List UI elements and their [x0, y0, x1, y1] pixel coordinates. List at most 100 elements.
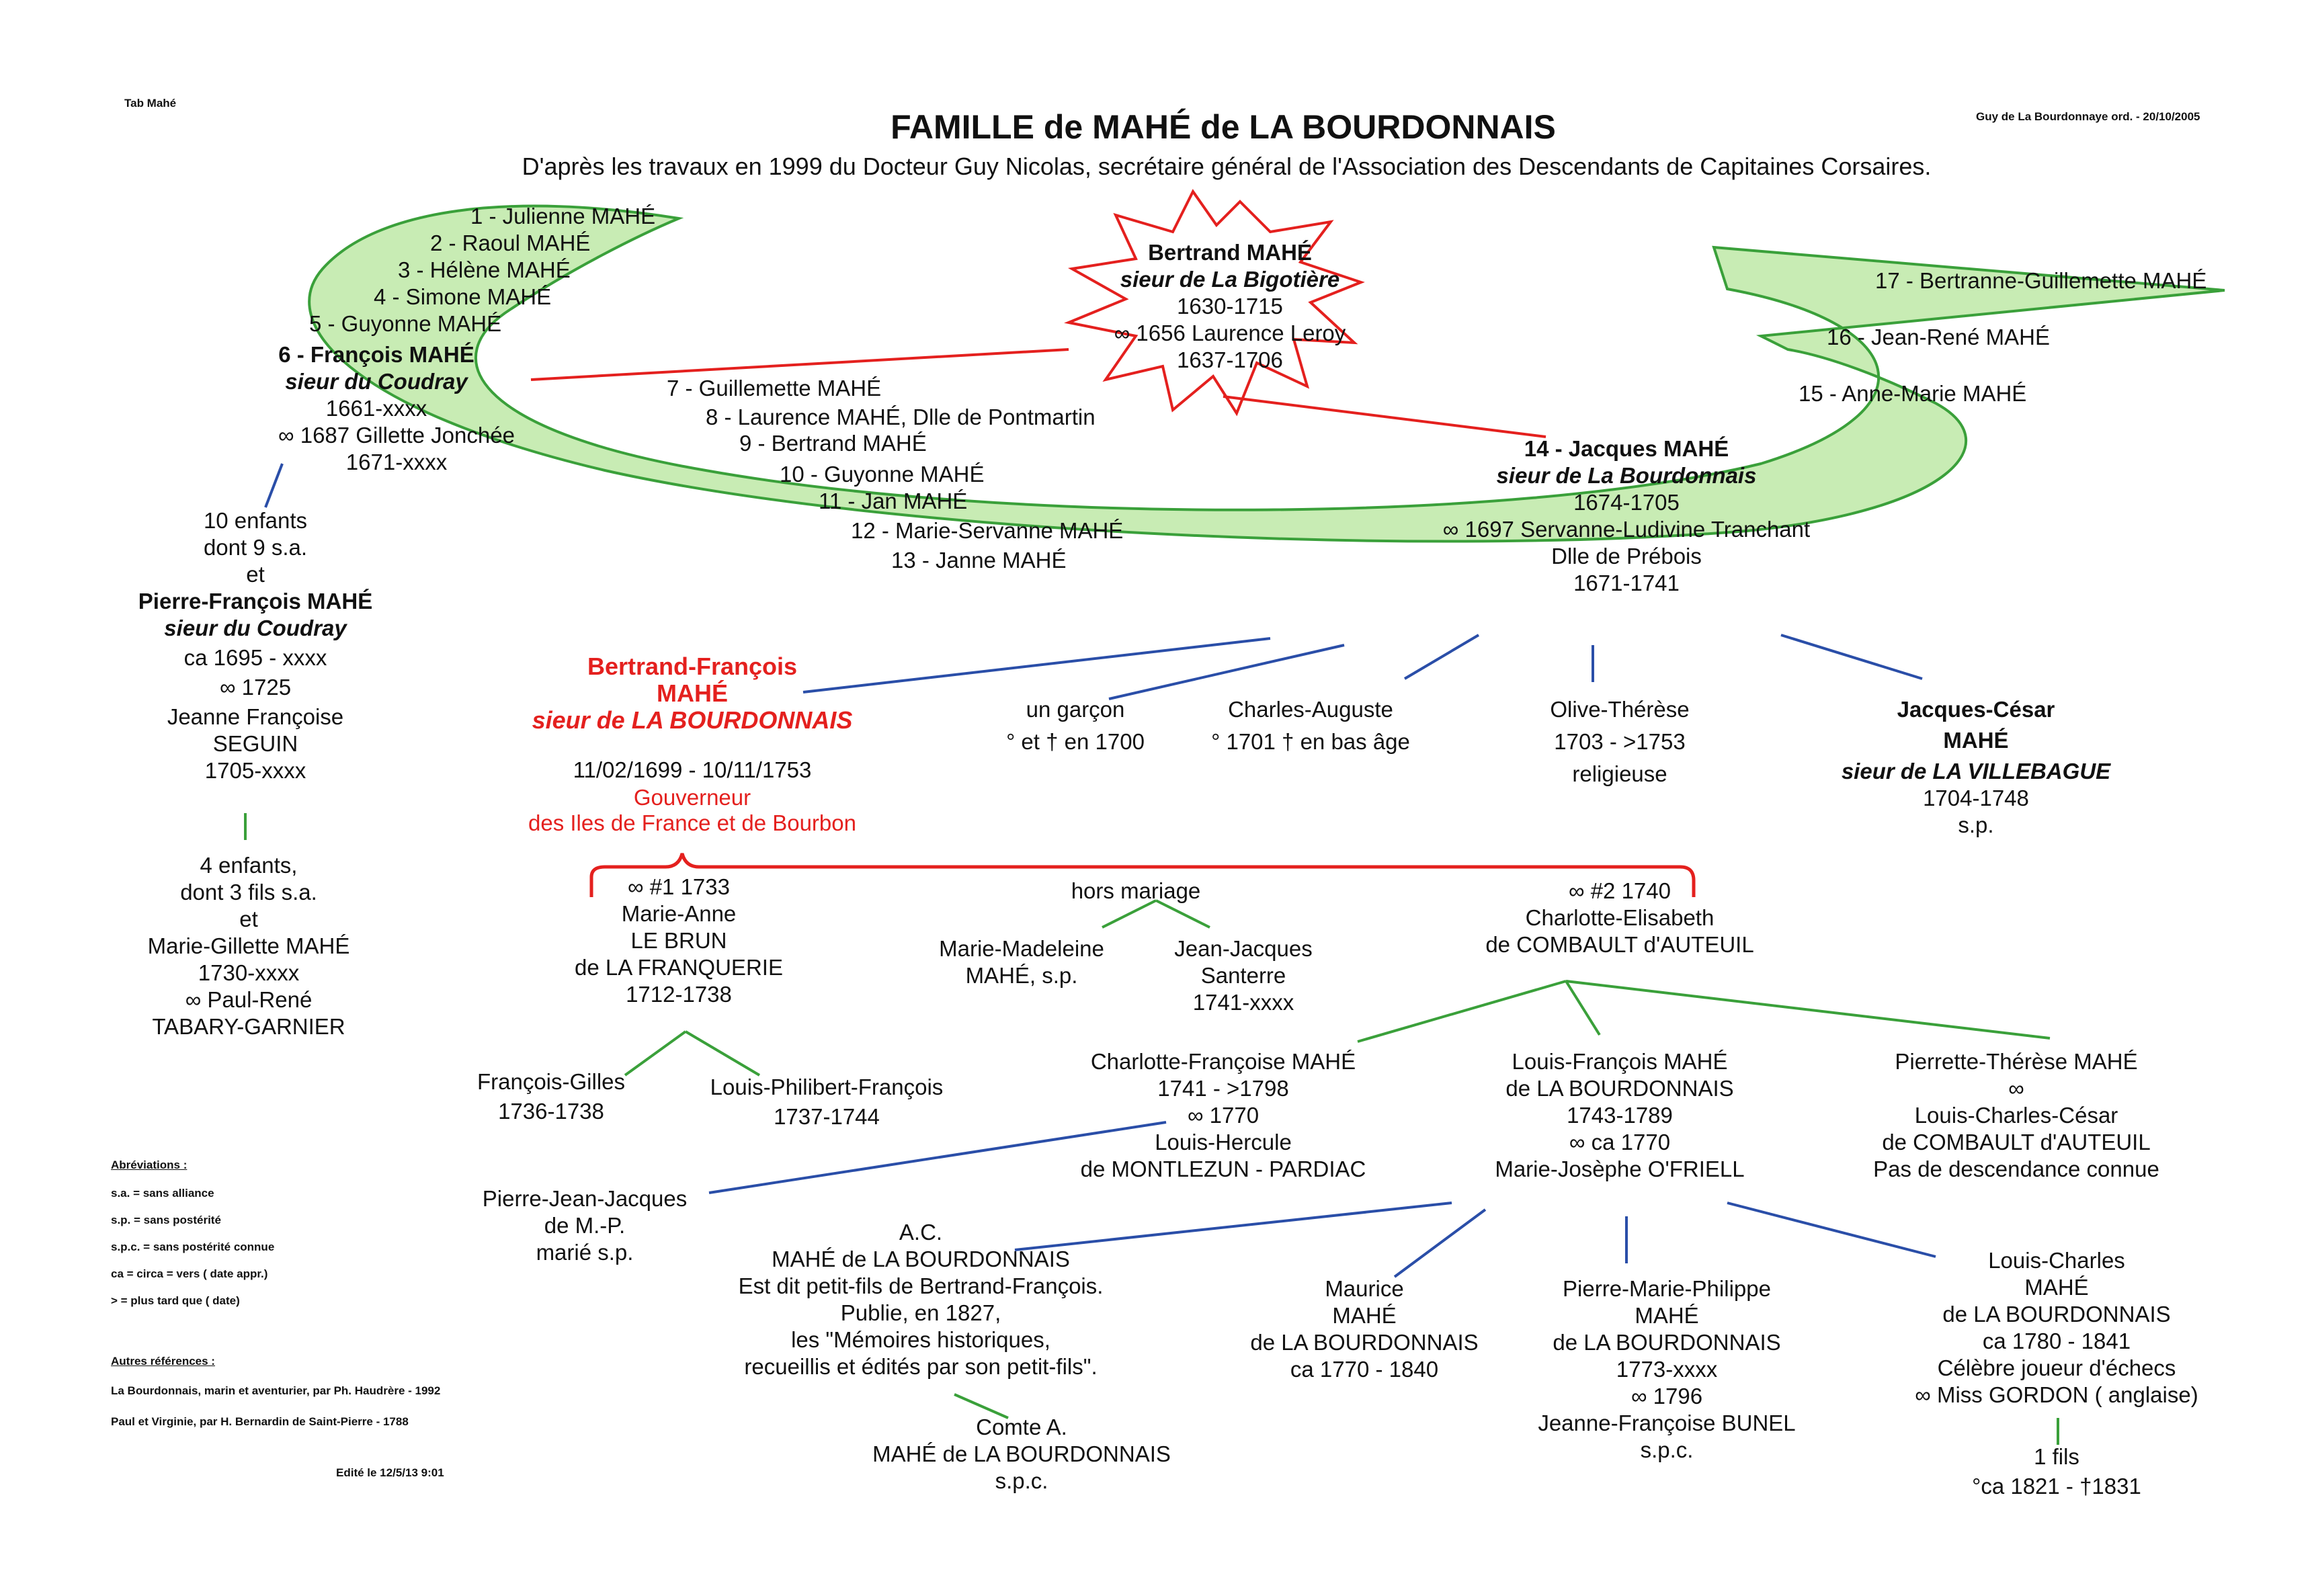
pt-l1: Pierrette-Thérèse MAHÉ — [1895, 1049, 2138, 1074]
pjj-l1: Pierre-Jean-Jacques — [482, 1186, 688, 1211]
francois-block: 6 - François MAHÉ sieur du Coudray 1661-… — [229, 341, 524, 422]
cf-l4: Louis-Hercule — [1155, 1130, 1292, 1154]
wife1-l4: de LA FRANQUERIE — [575, 955, 783, 980]
coudray-spouse1: Jeanne Françoise — [167, 704, 344, 729]
coudray-k3: et — [239, 907, 258, 931]
page-subtitle: D'après les travaux en 1999 du Docteur G… — [522, 153, 1932, 180]
pmp-l7: s.p.c. — [1640, 1437, 1694, 1462]
bertrand-spouse-dates: 1637-1706 — [1177, 347, 1283, 372]
lf-l3: 1743-1789 — [1567, 1103, 1673, 1128]
red-link-francois — [530, 348, 1069, 381]
bertrand-block: Bertrand MAHÉ sieur de La Bigotière 1630… — [1048, 239, 1411, 374]
coudray-title: sieur du Coudray — [164, 616, 347, 640]
sibling-16: 16 - Jean-René MAHÉ — [1827, 325, 2050, 349]
olive-l1: Olive-Thérèse — [1550, 697, 1690, 722]
siblings-band — [308, 204, 2225, 543]
lpf-l2: 1737-1744 — [774, 1104, 880, 1129]
green-link-cf — [1357, 980, 1567, 1043]
pjj-l2: de M.-P. — [544, 1213, 626, 1238]
charles-l2: ° 1701 † en bas âge — [1211, 729, 1410, 754]
lc-l5: Célèbre joueur d'échecs — [1937, 1355, 2176, 1380]
comte-l1: Comte A. — [976, 1415, 1067, 1439]
wife1-l1: ∞ #1 1733 — [628, 874, 730, 899]
abbrev-item-4: ca = circa = vers ( date appr.) — [111, 1267, 268, 1280]
marriage-brace — [589, 853, 1696, 897]
sibling-5: 5 - Guyonne MAHÉ — [309, 311, 502, 336]
jacques-block: 14 - Jacques MAHÉ sieur de La Bourdonnai… — [1398, 435, 1855, 597]
wife1-block: ∞ #1 1733 Marie-Anne LE BRUN de LA FRANQ… — [544, 874, 813, 1008]
cf-block: Charlotte-Françoise MAHÉ 1741 - >1798 ∞ … — [1048, 1048, 1398, 1183]
maurice-l3: de LA BOURDONNAIS — [1250, 1330, 1479, 1355]
pjj-block: Pierre-Jean-Jacques de M.-P. marié s.p. — [444, 1185, 726, 1266]
bf-name1: Bertrand-François — [587, 653, 798, 680]
green-link-comte — [954, 1393, 1009, 1419]
maurice-l4: ca 1770 - 1840 — [1290, 1357, 1439, 1382]
francois-title: sieur du Coudray — [285, 369, 468, 394]
sibling-12: 12 - Marie-Servanne MAHÉ — [851, 518, 1124, 543]
maurice-block: Maurice MAHÉ de LA BOURDONNAIS ca 1770 -… — [1210, 1275, 1519, 1383]
jc-l4: 1704-1748 — [1923, 786, 2029, 810]
wife1-l3: LE BRUN — [630, 928, 727, 953]
blue-link-pjj — [708, 1121, 1167, 1194]
lf-l5: Marie-Josèphe O'FRIELL — [1495, 1157, 1745, 1181]
mm-l1: Marie-Madeleine — [939, 936, 1104, 961]
sibling-1: 1 - Julienne MAHÉ — [470, 204, 656, 228]
abbrev-item-2: s.p. = sans postérité — [111, 1214, 221, 1226]
blue-link-bf — [802, 637, 1271, 694]
coudray-k2: dont 3 fils s.a. — [180, 880, 317, 905]
wife1-l2: Marie-Anne — [621, 901, 737, 926]
charles-block: Charles-Auguste ° 1701 † en bas âge — [1169, 696, 1452, 755]
jc-l1: Jacques-César — [1897, 697, 2055, 722]
pt-block: Pierrette-Thérèse MAHÉ ∞ Louis-Charles-C… — [1842, 1048, 2191, 1183]
bertrand-marriage: ∞ 1656 Laurence Leroy — [1114, 321, 1346, 345]
refs-title: Autres références : — [111, 1355, 215, 1368]
coudray-k4: Marie-Gillette MAHÉ — [147, 933, 350, 958]
ac-l1: A.C. — [899, 1220, 943, 1245]
sibling-2: 2 - Raoul MAHÉ — [430, 230, 591, 255]
sibling-9: 9 - Bertrand MAHÉ — [739, 431, 927, 456]
coudray-dates: ca 1695 - xxxx — [183, 645, 327, 670]
blue-link-lc — [1727, 1202, 1936, 1258]
coudray-spouse-dates: 1705-xxxx — [204, 758, 306, 783]
lf-l2: de LA BOURDONNAIS — [1505, 1076, 1734, 1101]
coudray-l1: 10 enfants — [203, 508, 308, 533]
wife2-l2: Charlotte-Elisabeth — [1525, 905, 1715, 930]
green-link-jj — [1155, 899, 1210, 929]
tab-label: Tab Mahé — [124, 97, 177, 110]
coudray-name: Pierre-François MAHÉ — [138, 589, 373, 614]
page-title: FAMILLE de MAHÉ de LA BOURDONNAIS — [891, 108, 1556, 146]
green-link-mm — [1102, 899, 1157, 929]
garcon-block: un garçon ° et † en 1700 — [961, 696, 1190, 755]
cf-l1: Charlotte-Françoise MAHÉ — [1090, 1049, 1356, 1074]
bertrand-dates: 1630-1715 — [1177, 294, 1283, 319]
francois-spouse-dates: 1671-xxxx — [345, 450, 448, 474]
green-link-pt — [1565, 980, 2051, 1040]
pjj-l3: marié s.p. — [536, 1240, 634, 1265]
comte-l3: s.p.c. — [995, 1468, 1048, 1493]
jacques-spouse-title: Dlle de Prébois — [1551, 544, 1702, 569]
lc-l2: MAHÉ — [2024, 1275, 2089, 1300]
sibling-4: 4 - Simone MAHÉ — [374, 284, 552, 309]
lc-son-block: 1 fils °ca 1821 - †1831 — [1936, 1443, 2178, 1500]
garcon-l2: ° et † en 1700 — [1006, 729, 1145, 754]
pmp-l5: ∞ 1796 — [1630, 1384, 1703, 1409]
pt-l4: de COMBAULT d'AUTEUIL — [1882, 1130, 2151, 1154]
coudray-spouse2: SEGUIN — [212, 731, 298, 756]
blue-link-jc — [1780, 634, 1923, 680]
ac-l4: Publie, en 1827, — [840, 1300, 1001, 1325]
lc-l7: 1 fils — [2034, 1444, 2079, 1469]
fg-block: François-Gilles 1736-1738 — [444, 1068, 659, 1125]
francois-dates: 1661-xxxx — [325, 396, 427, 421]
jacques-dates: 1674-1705 — [1573, 490, 1680, 515]
coudray-kids-block: 4 enfants, dont 3 fils s.a. et Marie-Gil… — [114, 852, 383, 1040]
comte-block: Comte A. MAHÉ de LA BOURDONNAIS s.p.c. — [847, 1414, 1196, 1495]
bf-name2: MAHÉ — [657, 679, 728, 707]
jc-l3: sieur de LA VILLEBAGUE — [1841, 759, 2111, 784]
abbrev-item-1: s.a. = sans alliance — [111, 1187, 214, 1200]
ac-l3: Est dit petit-fils de Bertrand-François. — [738, 1273, 1104, 1298]
garcon-l1: un garçon — [1026, 697, 1125, 722]
maurice-l2: MAHÉ — [1332, 1303, 1397, 1328]
wife1-l5: 1712-1738 — [626, 982, 732, 1007]
pmp-l4: 1773-xxxx — [1616, 1357, 1718, 1382]
author-tag: Guy de La Bourdonnaye ord. - 20/10/2005 — [1976, 110, 2200, 123]
